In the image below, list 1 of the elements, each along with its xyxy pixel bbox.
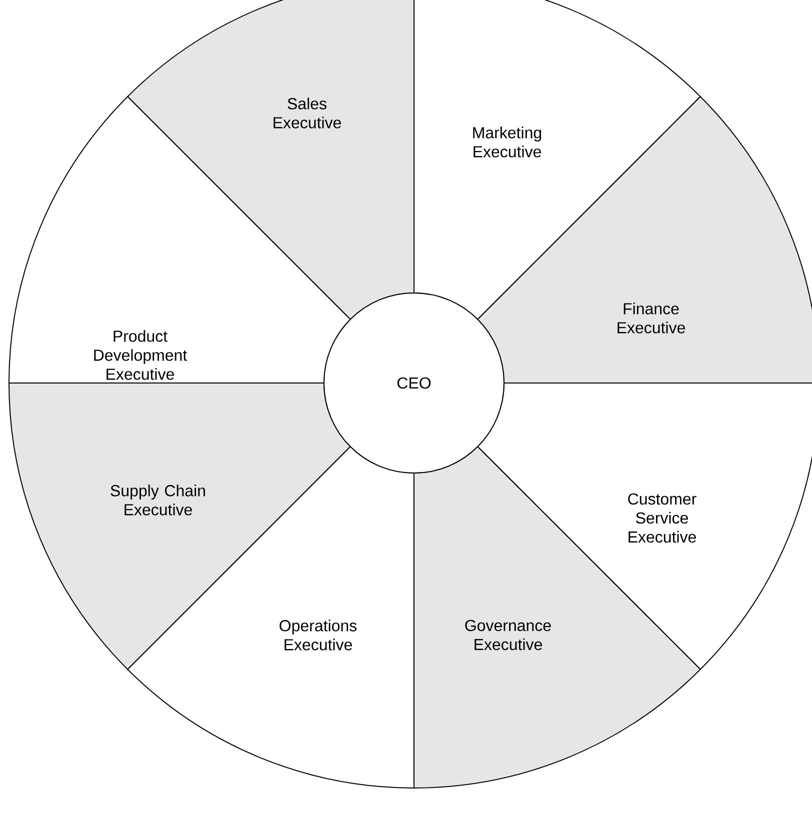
sector: Sales Executive [127, 0, 414, 320]
